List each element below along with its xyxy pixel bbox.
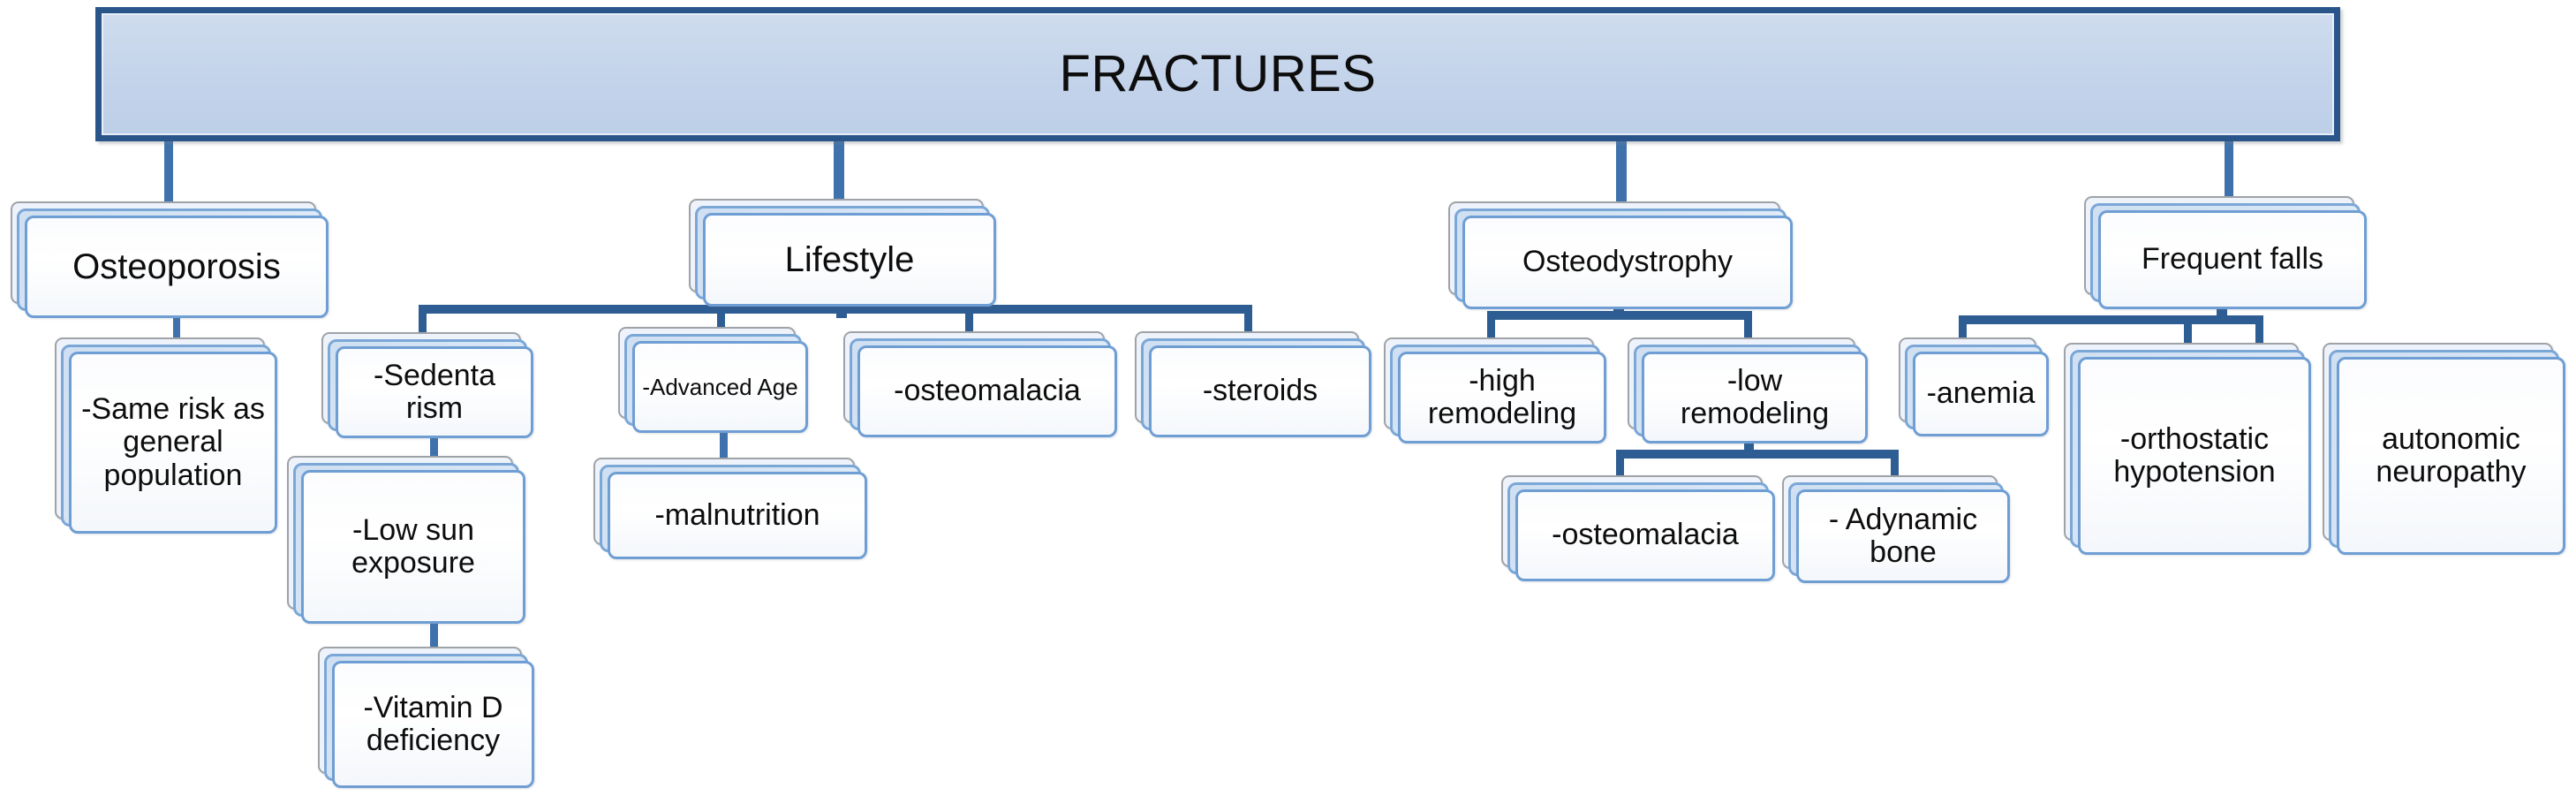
node-malnutrition[interactable]: -malnutrition (593, 458, 867, 559)
node-front-plate: -anemia (1913, 352, 2049, 436)
node-low-sun-exposure[interactable]: -Low sun exposure (287, 456, 525, 624)
node-front-plate: -Sedenta rism (336, 346, 533, 438)
connector-root-to-lifestyle (834, 141, 844, 205)
connector-root-to-osteoporosis (164, 141, 173, 205)
node-label: -Same risk as general population (81, 391, 265, 492)
node-anemia[interactable]: -anemia (1899, 337, 2049, 436)
node-same-risk[interactable]: -Same risk as general population (55, 337, 277, 534)
node-front-plate: Osteoporosis (25, 216, 329, 318)
node-osteoporosis[interactable]: Osteoporosis (11, 201, 329, 318)
connector-low-remodeling-drop-osteomalacia (1616, 450, 1624, 485)
node-label: -Sedenta rism (374, 358, 495, 425)
node-front-plate: -Same risk as general population (69, 352, 277, 534)
node-advanced-age[interactable]: -Advanced Age (618, 327, 808, 433)
node-front-plate: -Vitamin D deficiency (332, 661, 534, 788)
node-label: -malnutrition (654, 497, 820, 532)
node-osteomalacia-osteodystrophy[interactable]: -osteomalacia (1501, 475, 1775, 581)
node-label: Frequent falls (2142, 242, 2323, 277)
connector-low-sun-to-vitamin-d (430, 617, 438, 656)
node-label: autonomic neuropathy (2376, 421, 2527, 489)
connector-lifestyle-drop-advanced-age (717, 305, 725, 343)
connector-root-to-osteodystrophy (1616, 141, 1627, 205)
connector-root-to-frequent-falls (2225, 141, 2233, 205)
node-label: Lifestyle (784, 240, 915, 279)
connector-lifestyle-drop-sedentarism (419, 305, 427, 343)
node-orthostatic-hypotension[interactable]: -orthostatic hypotension (2064, 343, 2311, 555)
node-label: -high remodeling (1427, 363, 1577, 430)
connector-osteodystrophy-drop-low (1744, 311, 1752, 348)
node-front-plate: -high remodeling (1398, 352, 1606, 443)
connector-advanced-age-to-malnutrition (720, 426, 728, 468)
node-high-remodeling[interactable]: -high remodeling (1384, 337, 1606, 443)
connector-sedentarism-to-low-sun (430, 431, 438, 466)
connector-frequent-falls-drop-orthostatic (2184, 315, 2192, 349)
node-front-plate: -malnutrition (608, 472, 867, 559)
node-low-remodeling[interactable]: -low remodeling (1628, 337, 1868, 443)
node-front-plate: Frequent falls (2098, 210, 2367, 309)
connector-lifestyle-drop-osteomalacia (965, 305, 973, 343)
connector-osteodystrophy-drop-high (1487, 311, 1495, 348)
node-front-plate: - Adynamic bone (1796, 489, 2010, 583)
root-node-fractures[interactable]: FRACTURES (95, 7, 2340, 141)
root-node-label: FRACTURES (1059, 45, 1377, 102)
node-front-plate: -low remodeling (1642, 352, 1868, 443)
node-label: -orthostatic hypotension (2113, 421, 2276, 489)
node-label: Osteodystrophy (1522, 245, 1734, 279)
connector-frequent-falls-bus (1959, 315, 2263, 324)
node-label: -osteomalacia (894, 374, 1081, 408)
connector-frequent-falls-drop-anemia (1959, 315, 1967, 349)
connector-osteodystrophy-bus (1487, 311, 1752, 320)
node-frequent-falls[interactable]: Frequent falls (2084, 196, 2367, 309)
node-front-plate: -Advanced Age (632, 341, 808, 433)
node-label: -Vitamin D deficiency (363, 690, 503, 757)
node-front-plate: -Low sun exposure (301, 470, 525, 624)
connector-low-remodeling-drop-adynamic (1891, 450, 1899, 485)
node-label: Osteoporosis (72, 247, 281, 286)
node-label: - Adynamic bone (1828, 502, 1978, 569)
connector-lifestyle-bus (419, 305, 1252, 314)
node-label: -steroids (1202, 374, 1318, 408)
node-adynamic-bone[interactable]: - Adynamic bone (1782, 475, 2010, 583)
node-label: -Low sun exposure (351, 512, 475, 580)
node-osteomalacia-lifestyle[interactable]: -osteomalacia (843, 331, 1117, 437)
node-front-plate: -orthostatic hypotension (2078, 357, 2311, 555)
connector-lifestyle-drop-steroids (1244, 305, 1252, 343)
connector-low-remodeling-stem (1744, 436, 1754, 456)
connector-frequent-falls-drop-autonomic (2255, 315, 2263, 349)
node-front-plate: -osteomalacia (1515, 489, 1775, 581)
node-autonomic-neuropathy[interactable]: autonomic neuropathy (2323, 343, 2565, 555)
node-front-plate: Osteodystrophy (1462, 216, 1793, 309)
node-label: -low remodeling (1680, 363, 1830, 430)
node-front-plate: -steroids (1149, 345, 1371, 437)
connector-low-remodeling-bus (1616, 450, 1899, 459)
node-steroids[interactable]: -steroids (1135, 331, 1371, 437)
node-sedentarism[interactable]: -Sedenta rism (321, 332, 533, 438)
node-lifestyle[interactable]: Lifestyle (689, 199, 996, 307)
node-label: -osteomalacia (1552, 518, 1739, 552)
connector-osteoporosis-to-same-risk (173, 311, 180, 352)
node-label: -Advanced Age (642, 373, 798, 400)
node-front-plate: autonomic neuropathy (2337, 357, 2565, 555)
node-front-plate: -osteomalacia (857, 345, 1117, 437)
node-label: -anemia (1926, 376, 2036, 411)
node-vitamin-d-deficiency[interactable]: -Vitamin D deficiency (318, 647, 534, 788)
node-osteodystrophy[interactable]: Osteodystrophy (1448, 201, 1793, 309)
node-front-plate: Lifestyle (703, 213, 996, 307)
